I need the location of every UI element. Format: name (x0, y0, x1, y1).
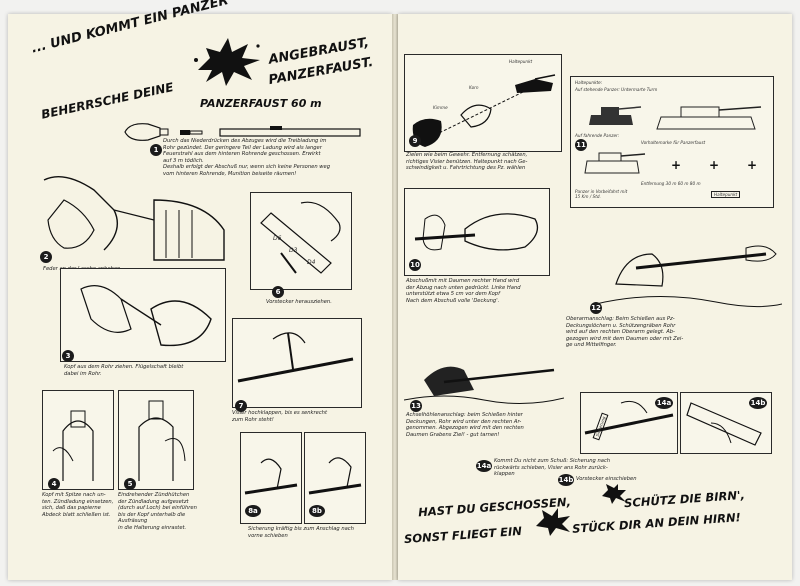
step-number: 12 (590, 302, 602, 314)
panel-14a-illustration (584, 400, 674, 435)
panel-11-distances: Entfernung 30 m 60 m 80 m (641, 181, 701, 186)
step-caption: Achselhöhlenanschlag: beim Schießen hint… (406, 412, 524, 438)
step-caption: Durch das Niederdrücken des Abzuges wird… (163, 138, 330, 177)
panel-3-frame (60, 268, 226, 362)
step-caption: Kopf mit Spitze nach un- ten. Zündladung… (42, 492, 114, 518)
step-number: 11 (575, 139, 587, 151)
panel-7-illustration (237, 332, 354, 383)
panel-14a-frame: Sicherung 14a (580, 392, 678, 454)
step-number: 4 (48, 478, 60, 490)
label-d4: D4 (307, 259, 316, 266)
label-d6: D6 (273, 235, 282, 242)
moving-tank-icon: + + + (584, 152, 757, 174)
label-korn: Korn (469, 85, 479, 90)
panel-8a-illustration (244, 458, 298, 495)
panel-7-frame (232, 318, 362, 408)
panzerfaust-diagram (124, 123, 361, 141)
panel-5-illustration (138, 400, 186, 481)
step-caption: Abschußmit mit Daumen rechter Hand wird … (406, 278, 521, 304)
step-number: 5 (124, 478, 136, 490)
panel-11-foot: Panzer in Vorbeifahrt mit 15 Km / Std. (575, 189, 628, 199)
panel-6-illustration (260, 201, 341, 274)
panel-13-illustration (404, 366, 564, 405)
step-caption: Vorstecker herausziehen. (266, 299, 332, 305)
panel-11-row2: Auf fahrende Panzer: (575, 133, 620, 138)
step-caption: Visier hochklappen, bis es senkrecht zum… (232, 410, 328, 423)
panel-12-illustration (596, 245, 782, 308)
panel-11-row1: Auf stehende Panzer: Untermarte Turm (575, 87, 658, 92)
panel-11-row2b: Vorhaltemarke für Panzerfaust (641, 140, 706, 145)
step-number: 2 (40, 251, 52, 263)
step-caption: Zielen wie beim Gewehr. Entfernung schät… (406, 152, 528, 172)
step-number-14b: 14b (558, 474, 574, 486)
panel-4-frame (42, 390, 114, 490)
panel-2-illustration (43, 176, 225, 261)
svg-text:+: + (747, 158, 757, 172)
step-caption: Kopf aus dem Rohr ziehen. Flügelschaft b… (64, 364, 184, 377)
haltepunkt-badge: Haltepunkt (711, 191, 741, 198)
svg-text:+: + (709, 158, 719, 172)
panel-5-frame (118, 390, 194, 490)
subtitle: PANZERFAUST 60 m (200, 97, 322, 110)
explosion-splash (194, 38, 260, 86)
panel-10-illustration (414, 213, 539, 251)
svg-text:+: + (671, 158, 681, 172)
panel-11-title: Haltepunkte: (575, 80, 603, 85)
step-number: 14b (749, 397, 767, 409)
panel-9-illustration (412, 74, 556, 147)
step-number: 9 (409, 135, 421, 147)
standing-tank-icon (589, 106, 762, 130)
step-number: 8a (245, 505, 261, 517)
panel-4-illustration (52, 410, 94, 481)
step-caption: Sicherung kräftig bis zum Anschlag nach … (248, 526, 354, 539)
step-number-14a: 14a (476, 460, 492, 472)
panel-14b-illustration (686, 402, 762, 446)
step-number: 1 (150, 144, 162, 156)
step-caption-14a: Kommt Du nicht zum Schuß: Sicherung nach… (494, 458, 611, 478)
step-number: 3 (62, 350, 74, 362)
step-caption: Oberarmanschlag: Beim Schießen aus Pz- D… (566, 316, 684, 349)
panel-8b-frame: 8b (304, 432, 366, 524)
footer-splash-2 (602, 484, 626, 504)
panel-8b-illustration (308, 457, 362, 495)
step-number: 10 (409, 259, 421, 271)
panel-10-frame: 10 (404, 188, 550, 276)
step-caption-14b: Vorstecker einschieben (576, 476, 637, 482)
step-number: 6 (272, 286, 284, 298)
panel-11-frame: Haltepunkte: Auf stehende Panzer: Unterm… (570, 76, 774, 208)
footer-splash (536, 508, 570, 536)
step-number: 14a (655, 397, 673, 409)
label-kimme: Kimme (433, 105, 448, 110)
step-number: 8b (309, 505, 325, 517)
label-haltepunkt: Haltepunkt (509, 59, 533, 64)
step-caption: Eindrehender Zündhütchen der Zündladung … (118, 492, 197, 531)
panel-6-frame: D6 D3 D4 (250, 192, 352, 290)
label-d3: D3 (289, 247, 298, 254)
panel-14b-frame: 14b (680, 392, 772, 454)
panel-9-frame: Haltepunkt Kimme Korn 9 (404, 54, 562, 152)
step-number: 13 (410, 400, 422, 412)
book-spine (392, 14, 398, 580)
panel-8a-frame: 8a (240, 432, 302, 524)
step-number: 7 (235, 400, 247, 412)
panel-3-illustration (80, 285, 212, 347)
